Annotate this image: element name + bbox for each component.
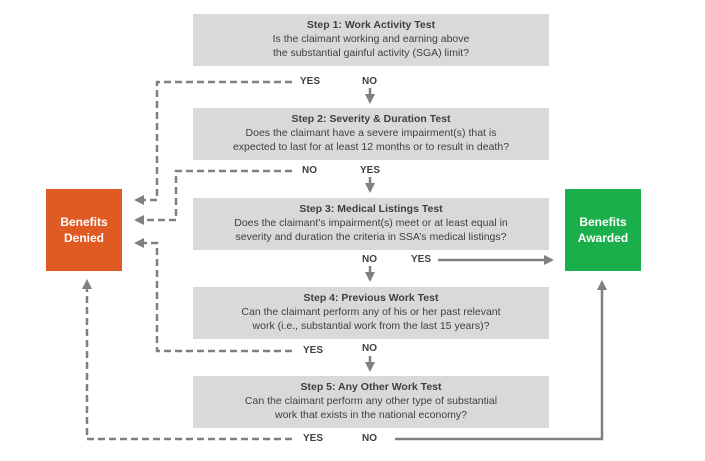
- benefits-awarded-line1: Benefits: [579, 215, 627, 229]
- awarded-connectors: [395, 255, 607, 441]
- step-1-question-line1: Is the claimant working and earning abov…: [272, 33, 470, 45]
- step-5-no-label: NO: [362, 433, 377, 444]
- step-2-title: Step 2: Severity & Duration Test: [291, 113, 451, 125]
- benefits-denied-box: Benefits Denied: [46, 189, 122, 271]
- step-2-box: Step 2: Severity & Duration Test Does th…: [193, 108, 549, 160]
- step-3-yes-label: YES: [411, 254, 432, 265]
- step-4-box: Step 4: Previous Work Test Can the claim…: [193, 287, 549, 339]
- step-1-yes-label: YES: [300, 76, 321, 87]
- step-4-yes-label: YES: [303, 345, 324, 356]
- connector-step4-yes-to-denied: [134, 238, 292, 353]
- step-3-title: Step 3: Medical Listings Test: [299, 203, 443, 215]
- benefits-awarded-box: Benefits Awarded: [565, 189, 641, 271]
- step-1-title: Step 1: Work Activity Test: [306, 19, 436, 31]
- step-5-yes-label: YES: [303, 433, 324, 444]
- step-5-question-line2: work that exists in the national economy…: [274, 409, 468, 421]
- step-2-question-line2: expected to last for at least 12 months …: [232, 141, 510, 153]
- step-2-no-label: NO: [302, 165, 317, 176]
- step-1-box: Step 1: Work Activity Test Is the claima…: [193, 14, 549, 66]
- step-2-yes-label: YES: [360, 165, 381, 176]
- step-4-no-label: NO: [362, 343, 377, 354]
- step-1-question-line2: the substantial gainful activity (SGA) l…: [272, 47, 470, 59]
- connector-step2-no-to-denied: [134, 169, 292, 225]
- step-3-question-line2: severity and duration the criteria in SS…: [235, 231, 507, 243]
- step-5-question-line1: Can the claimant perform any other type …: [244, 395, 498, 407]
- connector-step5-yes-to-denied: [82, 279, 292, 441]
- step-3-question-line1: Does the claimant’s impairment(s) meet o…: [234, 217, 508, 229]
- benefits-denied-line2: Denied: [63, 231, 104, 245]
- step-1-no-label: NO: [362, 76, 377, 87]
- connector-step5-no-to-awarded: [395, 280, 607, 441]
- step-3-no-label: NO: [362, 254, 377, 265]
- step-3-box: Step 3: Medical Listings Test Does the c…: [193, 198, 549, 250]
- step-2-question-line1: Does the claimant have a severe impairme…: [245, 127, 497, 139]
- step-4-question-line2: work (i.e., substantial work from the la…: [252, 320, 490, 332]
- step-4-title: Step 4: Previous Work Test: [303, 292, 439, 304]
- step-5-box: Step 5: Any Other Work Test Can the clai…: [193, 376, 549, 428]
- benefits-awarded-line2: Awarded: [577, 231, 629, 245]
- connector-step1-yes-to-denied: [134, 80, 292, 205]
- step-5-title: Step 5: Any Other Work Test: [300, 381, 442, 393]
- step-4-question-line1: Can the claimant perform any of his or h…: [241, 306, 501, 318]
- denied-connectors: [82, 80, 292, 441]
- benefits-denied-line1: Benefits: [60, 215, 108, 229]
